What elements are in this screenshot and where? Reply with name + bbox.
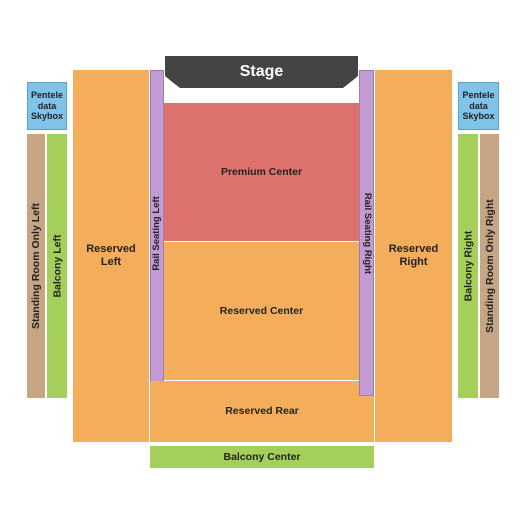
section-label: Reserved Center — [219, 304, 304, 317]
section-standing-room-left[interactable]: Standing Room Only Left — [27, 134, 45, 398]
section-standing-room-right[interactable]: Standing Room Only Right — [480, 134, 499, 398]
section-skybox-left[interactable]: Pentele data Skybox — [27, 82, 67, 130]
stage-shape — [165, 56, 358, 88]
section-label: Balcony Right — [461, 230, 474, 302]
section-premium-center[interactable]: Premium Center — [164, 103, 359, 241]
section-reserved-center[interactable]: Reserved Center — [164, 242, 359, 380]
section-balcony-left[interactable]: Balcony Left — [47, 134, 67, 398]
section-reserved-left[interactable]: Reserved Left — [73, 70, 149, 442]
stage: Stage — [165, 56, 358, 92]
section-label: Premium Center — [220, 165, 303, 178]
section-label: Rail Seating Left — [150, 195, 162, 271]
section-label: Reserved Rear — [225, 405, 299, 418]
section-label: Pentele data Skybox — [30, 90, 63, 122]
section-label: Standing Room Only Right — [483, 199, 496, 333]
section-skybox-right[interactable]: Pentele data Skybox — [458, 82, 499, 130]
section-rail-seating-right[interactable]: Rail Seating Right — [359, 70, 374, 396]
section-rail-seating-left[interactable]: Rail Seating Left — [150, 70, 164, 396]
section-reserved-right[interactable]: Reserved Right — [375, 70, 452, 442]
section-label: Standing Room Only Left — [29, 203, 42, 329]
section-label: Balcony Center — [223, 450, 301, 463]
section-label: Rail Seating Right — [361, 192, 373, 274]
stage-label: Stage — [239, 63, 284, 80]
section-label: Reserved Left — [86, 243, 136, 268]
section-balcony-right[interactable]: Balcony Right — [458, 134, 478, 398]
section-balcony-center[interactable]: Balcony Center — [150, 446, 374, 468]
section-label: Balcony Left — [50, 234, 63, 298]
section-label: Pentele data Skybox — [462, 90, 495, 122]
section-reserved-rear[interactable]: Reserved Rear — [150, 381, 374, 442]
section-label: Reserved Right — [388, 243, 439, 268]
